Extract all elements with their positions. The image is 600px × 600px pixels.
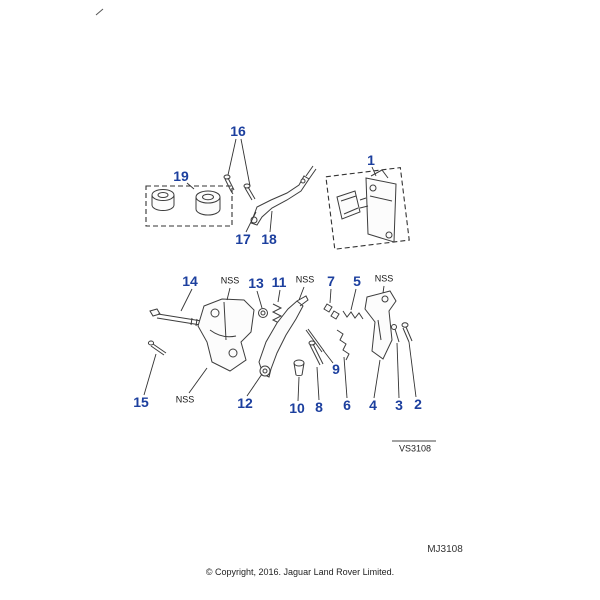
corner-mark — [95, 8, 104, 16]
bolts-16 — [223, 174, 256, 201]
leader-lines — [143, 138, 417, 402]
sheet-code: MJ3108 — [427, 544, 463, 555]
callout-9[interactable]: 9 — [332, 361, 340, 377]
drawing-code: VS3108 — [398, 443, 432, 454]
spring-5 — [342, 310, 364, 320]
callout-14[interactable]: 14 — [182, 273, 198, 289]
copyright-text: © Copyright, 2016. Jaguar Land Rover Lim… — [205, 567, 395, 577]
washers-7 — [323, 303, 340, 320]
group-box-19 — [145, 185, 233, 227]
screw-3 — [391, 324, 400, 343]
callout-13[interactable]: 13 — [248, 275, 264, 291]
screw-15 — [147, 340, 167, 356]
callout-18[interactable]: 18 — [261, 231, 277, 247]
callout-17[interactable]: 17 — [235, 231, 251, 247]
nss-label: NSS — [295, 274, 315, 285]
bolt-14 — [149, 308, 219, 328]
nss-label: NSS — [374, 273, 394, 284]
bracket-assembly-1 — [336, 169, 397, 243]
callout-19[interactable]: 19 — [173, 168, 189, 184]
callout-7[interactable]: 7 — [327, 273, 335, 289]
callout-8[interactable]: 8 — [315, 399, 323, 415]
pin-8 — [308, 340, 324, 366]
callout-12[interactable]: 12 — [237, 395, 253, 411]
callout-6[interactable]: 6 — [343, 397, 351, 413]
callout-2[interactable]: 2 — [414, 396, 422, 412]
nss-label: NSS — [220, 275, 240, 286]
callout-11[interactable]: 11 — [271, 274, 287, 290]
spring-6 — [336, 329, 350, 361]
bracket-nss-left — [197, 298, 255, 372]
lever-17-18 — [250, 165, 317, 226]
bracket-4 — [364, 290, 397, 360]
nss-label: NSS — [175, 394, 195, 405]
callout-5[interactable]: 5 — [353, 273, 361, 289]
callout-10[interactable]: 10 — [289, 400, 305, 416]
callout-4[interactable]: 4 — [369, 397, 377, 413]
washer-13 — [258, 308, 268, 318]
bolt-2 — [401, 322, 413, 343]
bushing-10 — [293, 359, 305, 377]
callout-15[interactable]: 15 — [133, 394, 149, 410]
clip-11 — [271, 303, 283, 325]
callout-3[interactable]: 3 — [395, 397, 403, 413]
group-box-1 — [325, 167, 410, 250]
grommets-19 — [151, 189, 221, 216]
callout-1[interactable]: 1 — [367, 152, 375, 168]
callout-16[interactable]: 16 — [230, 123, 246, 139]
pedal-lever-12 — [258, 295, 309, 378]
pin-9 — [305, 328, 325, 353]
